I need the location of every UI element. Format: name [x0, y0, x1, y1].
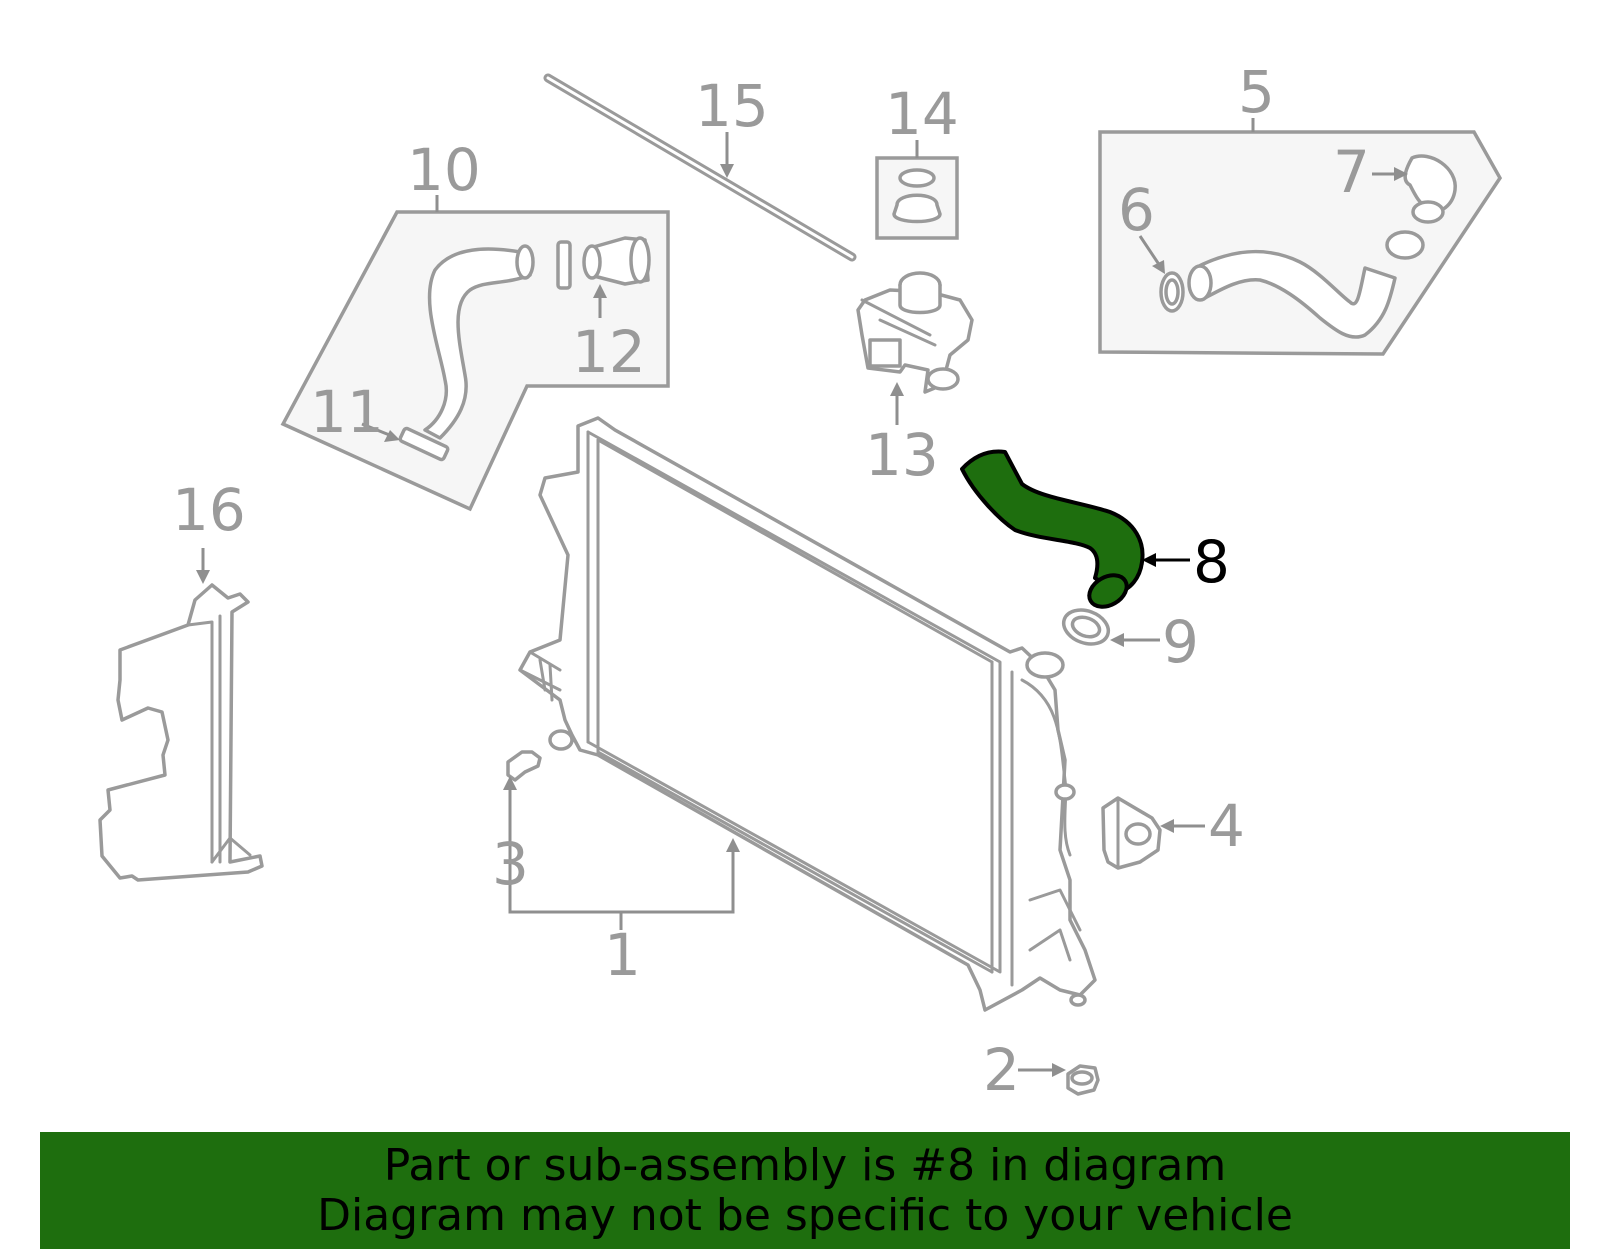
banner-line-1: Part or sub-assembly is #8 in diagram [383, 1139, 1227, 1191]
parts-diagram: 10 11 12 15 14 13 [98, 58, 1503, 1104]
part-15[interactable] [543, 73, 857, 262]
callout-6: 6 [1118, 176, 1155, 244]
callout-14: 14 [885, 80, 959, 148]
callout-15: 15 [695, 72, 769, 140]
banner-line-2: Diagram may not be specific to your vehi… [317, 1189, 1293, 1241]
part-9[interactable] [1059, 604, 1113, 650]
callout-2: 2 [983, 1036, 1020, 1104]
part-2[interactable] [1066, 1064, 1100, 1096]
part-13[interactable] [856, 271, 974, 394]
callout-9: 9 [1162, 608, 1199, 676]
part-4[interactable] [1101, 796, 1162, 870]
callout-3: 3 [492, 830, 529, 898]
info-banner: Part or sub-assembly is #8 in diagram Di… [40, 1132, 1570, 1249]
callout-16: 16 [172, 476, 246, 544]
part-group-10[interactable] [280, 210, 670, 512]
part-8-highlighted[interactable] [960, 449, 1145, 614]
part-16[interactable] [98, 583, 264, 882]
part-3[interactable] [506, 750, 542, 782]
callout-12: 12 [572, 318, 646, 386]
callout-10: 10 [407, 136, 481, 204]
callout-8: 8 [1193, 528, 1230, 596]
callout-1: 1 [604, 921, 641, 989]
callout-7: 7 [1333, 138, 1370, 206]
part-14[interactable] [875, 156, 959, 240]
callout-5: 5 [1238, 58, 1275, 126]
callout-4: 4 [1208, 792, 1245, 860]
part-group-5[interactable] [1098, 130, 1503, 356]
callout-11: 11 [310, 378, 384, 446]
callout-13: 13 [865, 421, 939, 489]
part-1-radiator[interactable] [518, 416, 1097, 1012]
